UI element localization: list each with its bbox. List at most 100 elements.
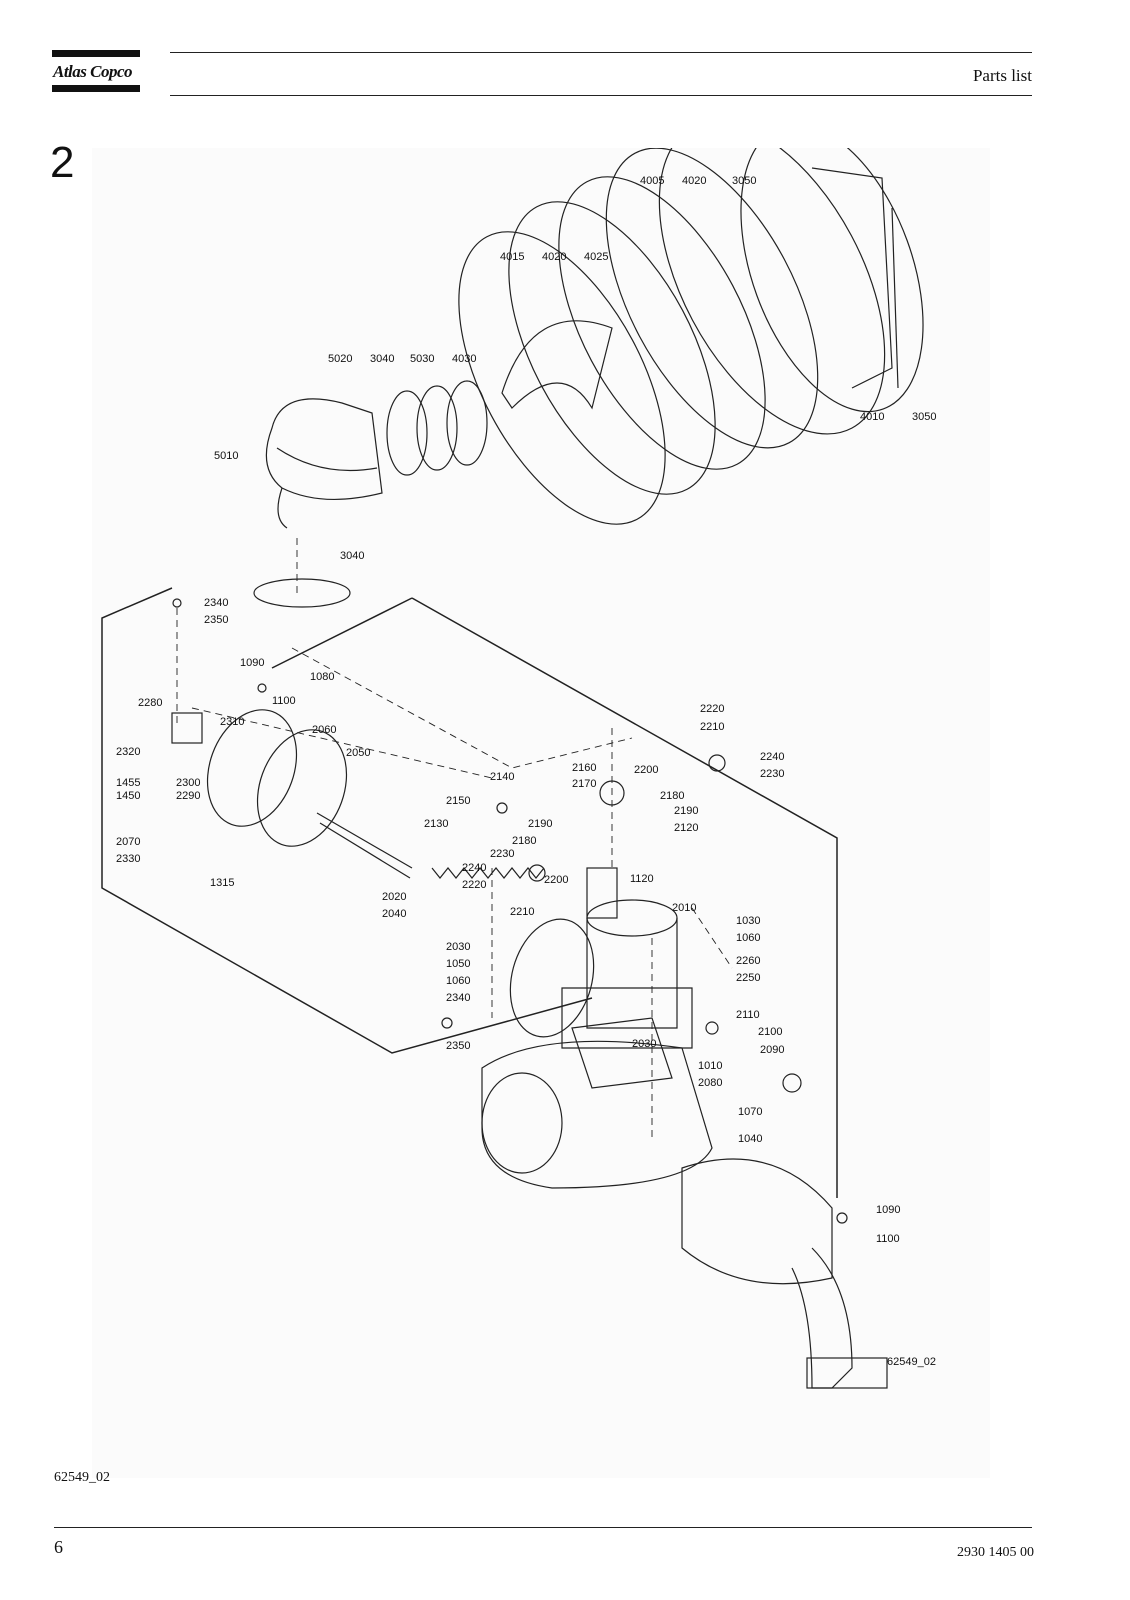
part-callout: 2350 [204,614,228,626]
assembly-axes [176,538,733,1138]
air-filter-housing [458,148,924,525]
part-callout: 2220 [462,879,486,891]
atlas-copco-logo: Atlas Copco [52,50,140,94]
part-callout: 2210 [700,721,724,733]
part-callout: 1040 [738,1133,762,1145]
part-callout: 4010 [860,411,884,423]
part-callout: 2160 [572,762,596,774]
compressor-element [481,1017,888,1389]
elbow-hose [265,398,383,529]
hose-clamps [253,380,488,608]
part-callout: 2220 [700,703,724,715]
part-callout: 2030 [446,941,470,953]
part-callout: 5030 [410,353,434,365]
part-callout: 2200 [544,874,568,886]
part-callout: 4020 [682,175,706,187]
part-callout: 4020 [542,251,566,263]
part-callout: 3040 [370,353,394,365]
part-callout: 2180 [660,790,684,802]
part-callout: 1455 [116,777,140,789]
part-callout: 1315 [210,877,234,889]
part-callout: 2090 [760,1044,784,1056]
part-callout: 2280 [138,697,162,709]
drawing-ref-in-figure: 62549_02 [887,1356,936,1368]
part-callout: 2080 [698,1077,722,1089]
part-callout: 1030 [736,915,760,927]
part-callout: 2050 [346,747,370,759]
part-callout: 2060 [312,724,336,736]
part-callout: 2200 [634,764,658,776]
part-callout: 2190 [528,818,552,830]
part-callout: 1100 [876,1233,900,1245]
part-callout: 2260 [736,955,760,967]
part-callout: 2020 [382,891,406,903]
drawing-id-label: 62549_02 [54,1470,110,1485]
part-callout: 2250 [736,972,760,984]
part-callout: 1120 [630,873,654,885]
footer-rule [54,1527,1032,1528]
diaphragm-assembly [171,709,413,879]
part-callout: 1010 [698,1060,722,1072]
part-callout: 1070 [738,1106,762,1118]
part-callout: 2070 [116,836,140,848]
part-callout: 2290 [176,790,200,802]
part-callout: 3050 [912,411,936,423]
part-callout: 1080 [310,671,334,683]
drawing-canvas: 4005 4020 3050 4015 4020 4025 5020 3040 5030 4030… [101,148,936,1389]
exploded-parts-drawing: 4005 4020 3050 4015 4020 4025 5020 3040 5030 4030… [92,148,990,1478]
part-callout: 1060 [446,975,470,987]
part-callout: 2170 [572,778,596,790]
part-callout: 1450 [116,790,140,802]
part-callout: 2230 [490,848,514,860]
part-callout: 2150 [446,795,470,807]
part-callout: 2010 [672,902,696,914]
part-callout: 2130 [424,818,448,830]
part-callout: 4005 [640,175,664,187]
part-callout: 2240 [462,862,486,874]
part-callouts: 4005 4020 3050 4015 4020 4025 5020 3040 5030 4030… [116,175,936,1368]
section-number: 2 [50,138,75,187]
part-callout: 2340 [446,992,470,1004]
control-line [101,587,838,1198]
part-callout: 2030 [632,1038,656,1050]
part-callout: 2320 [116,746,140,758]
part-callout: 2190 [674,805,698,817]
header-rule-top [170,52,1032,53]
part-callout: 2210 [510,906,534,918]
part-callout: 3040 [340,550,364,562]
part-callout: 2110 [736,1009,760,1021]
part-callout: 2350 [446,1040,470,1052]
valve-body [509,867,693,1049]
part-callout: 1090 [240,657,264,669]
logo-bar-bottom [52,85,140,92]
part-callout: 2240 [760,751,784,763]
part-callout: 4015 [500,251,524,263]
page-number: 6 [54,1537,63,1557]
part-callout: 2180 [512,835,536,847]
logo-bar-top [52,50,140,57]
part-callout: 3050 [732,175,756,187]
part-callout: 1100 [272,695,296,707]
part-callout: 2040 [382,908,406,920]
valve-spring [431,867,545,879]
page-title: Parts list [972,66,1032,85]
part-callout: 2140 [490,771,514,783]
document-number: 2930 1405 00 [957,1545,1034,1560]
part-callout: 1060 [736,932,760,944]
part-callout: 2330 [116,853,140,865]
part-callout: 4030 [452,353,476,365]
part-callout: 1090 [876,1204,900,1216]
part-callout: 2100 [758,1026,782,1038]
fittings [172,598,848,1224]
part-callout: 2230 [760,768,784,780]
part-callout: 2340 [204,597,228,609]
part-callout: 5010 [214,450,238,462]
part-callout: 4025 [584,251,608,263]
part-callout: 2120 [674,822,698,834]
part-callout: 2300 [176,777,200,789]
logo-wordmark: Atlas Copco [53,62,133,81]
part-callout: 5020 [328,353,352,365]
part-callout: 1050 [446,958,470,970]
part-callout: 2310 [220,716,244,728]
header-rule-bottom [170,95,1032,96]
